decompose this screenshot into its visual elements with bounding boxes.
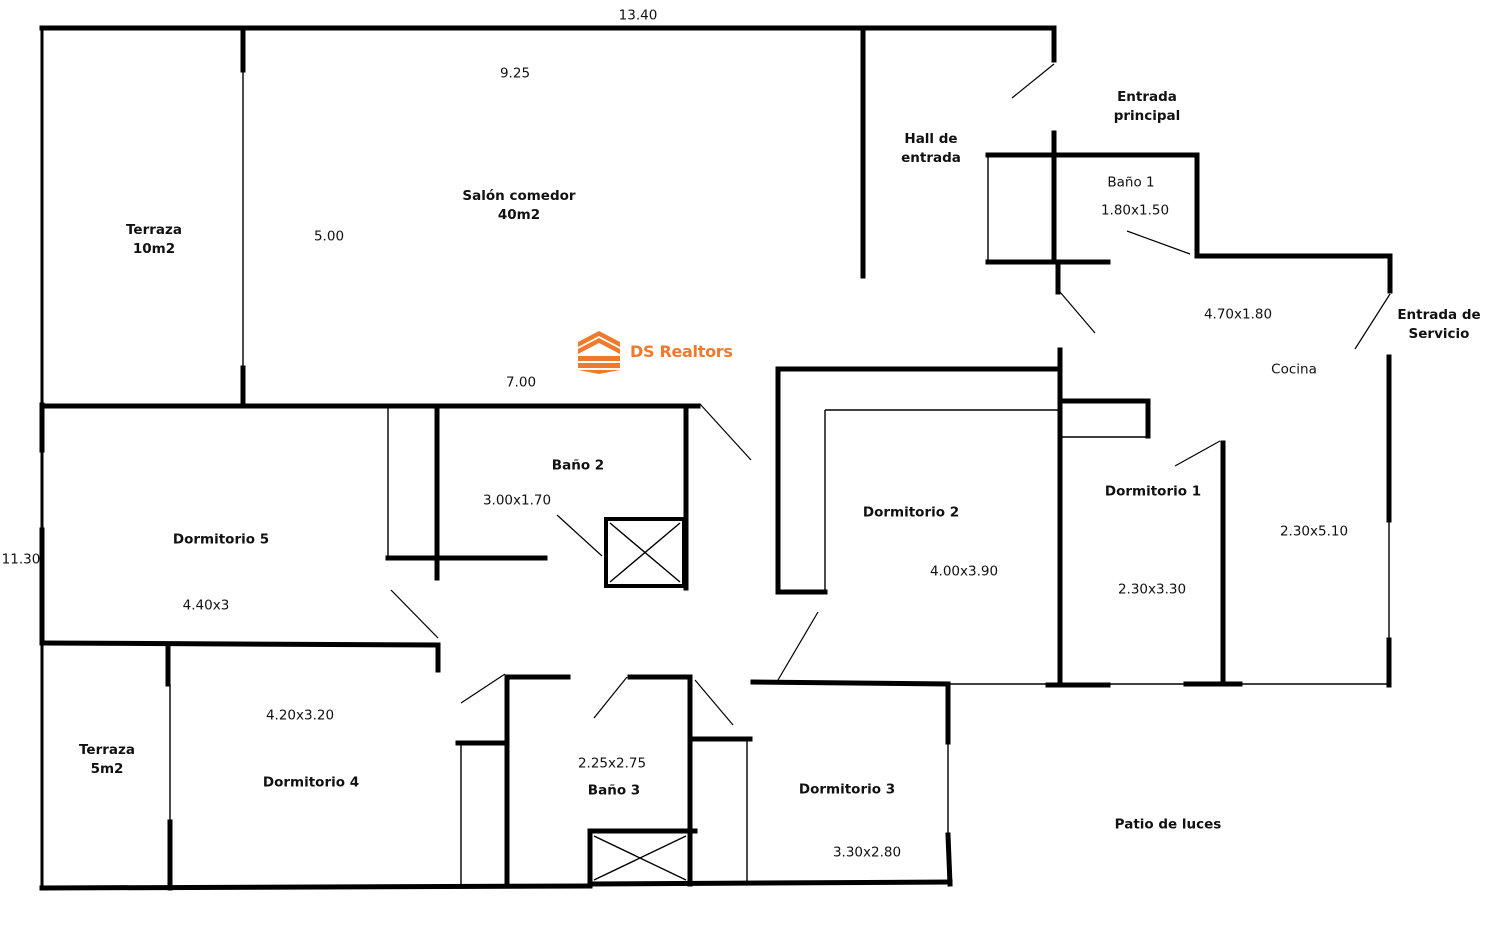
terraza-2-label: Terraza 5m2 [79, 742, 135, 777]
salon-measure-bottom: 7.00 [505, 374, 537, 391]
bano-3-dims: 2.25x2.75 [577, 755, 647, 772]
dormitorio-5-label: Dormitorio 5 [172, 531, 270, 548]
hall-label: Hall de entrada [901, 131, 961, 166]
dormitorio-5-dims: 4.40x3 [182, 597, 230, 614]
cocina-label: Cocina [1271, 361, 1317, 378]
bano-2-dims: 3.00x1.70 [482, 492, 552, 509]
patio-label: Patio de luces [1114, 816, 1222, 833]
bano-1-dims: 1.80x1.50 [1100, 202, 1170, 219]
entrada-servicio-label: Entrada de Servicio [1397, 307, 1481, 342]
overall-width: 13.40 [618, 7, 658, 24]
bano-1-label: Baño 1 [1107, 174, 1155, 191]
salon-measure-width: 9.25 [499, 65, 531, 82]
cocina-2-dims: 2.30x5.10 [1279, 523, 1349, 540]
dormitorio-2-dims: 4.00x3.90 [929, 563, 999, 580]
dormitorio-2-label: Dormitorio 2 [862, 504, 960, 521]
dormitorio-3-label: Dormitorio 3 [798, 781, 896, 798]
brand-name: DS Realtors [630, 341, 733, 361]
overall-height: 11.30 [1, 551, 41, 568]
dormitorio-1-label: Dormitorio 1 [1104, 483, 1202, 500]
bano-2-label: Baño 2 [551, 457, 605, 474]
terraza-1-label: Terraza 10m2 [126, 222, 182, 257]
salon-measure-height: 5.00 [313, 228, 345, 245]
brand-logo: DS Realtors [576, 328, 733, 374]
dormitorio-1-dims: 2.30x3.30 [1117, 581, 1187, 598]
walls [39, 25, 1393, 891]
salon-label: Salón comedor 40m2 [462, 188, 576, 223]
dormitorio-3-dims: 3.30x2.80 [832, 844, 902, 861]
dormitorio-4-dims: 4.20x3.20 [265, 707, 335, 724]
cocina-dims: 4.70x1.80 [1203, 306, 1273, 323]
bano-3-label: Baño 3 [587, 782, 641, 799]
house-stack-icon [578, 331, 620, 374]
dormitorio-4-label: Dormitorio 4 [262, 774, 360, 791]
entrada-principal-label: Entrada principal [1113, 89, 1181, 124]
door-swings [390, 63, 1391, 726]
